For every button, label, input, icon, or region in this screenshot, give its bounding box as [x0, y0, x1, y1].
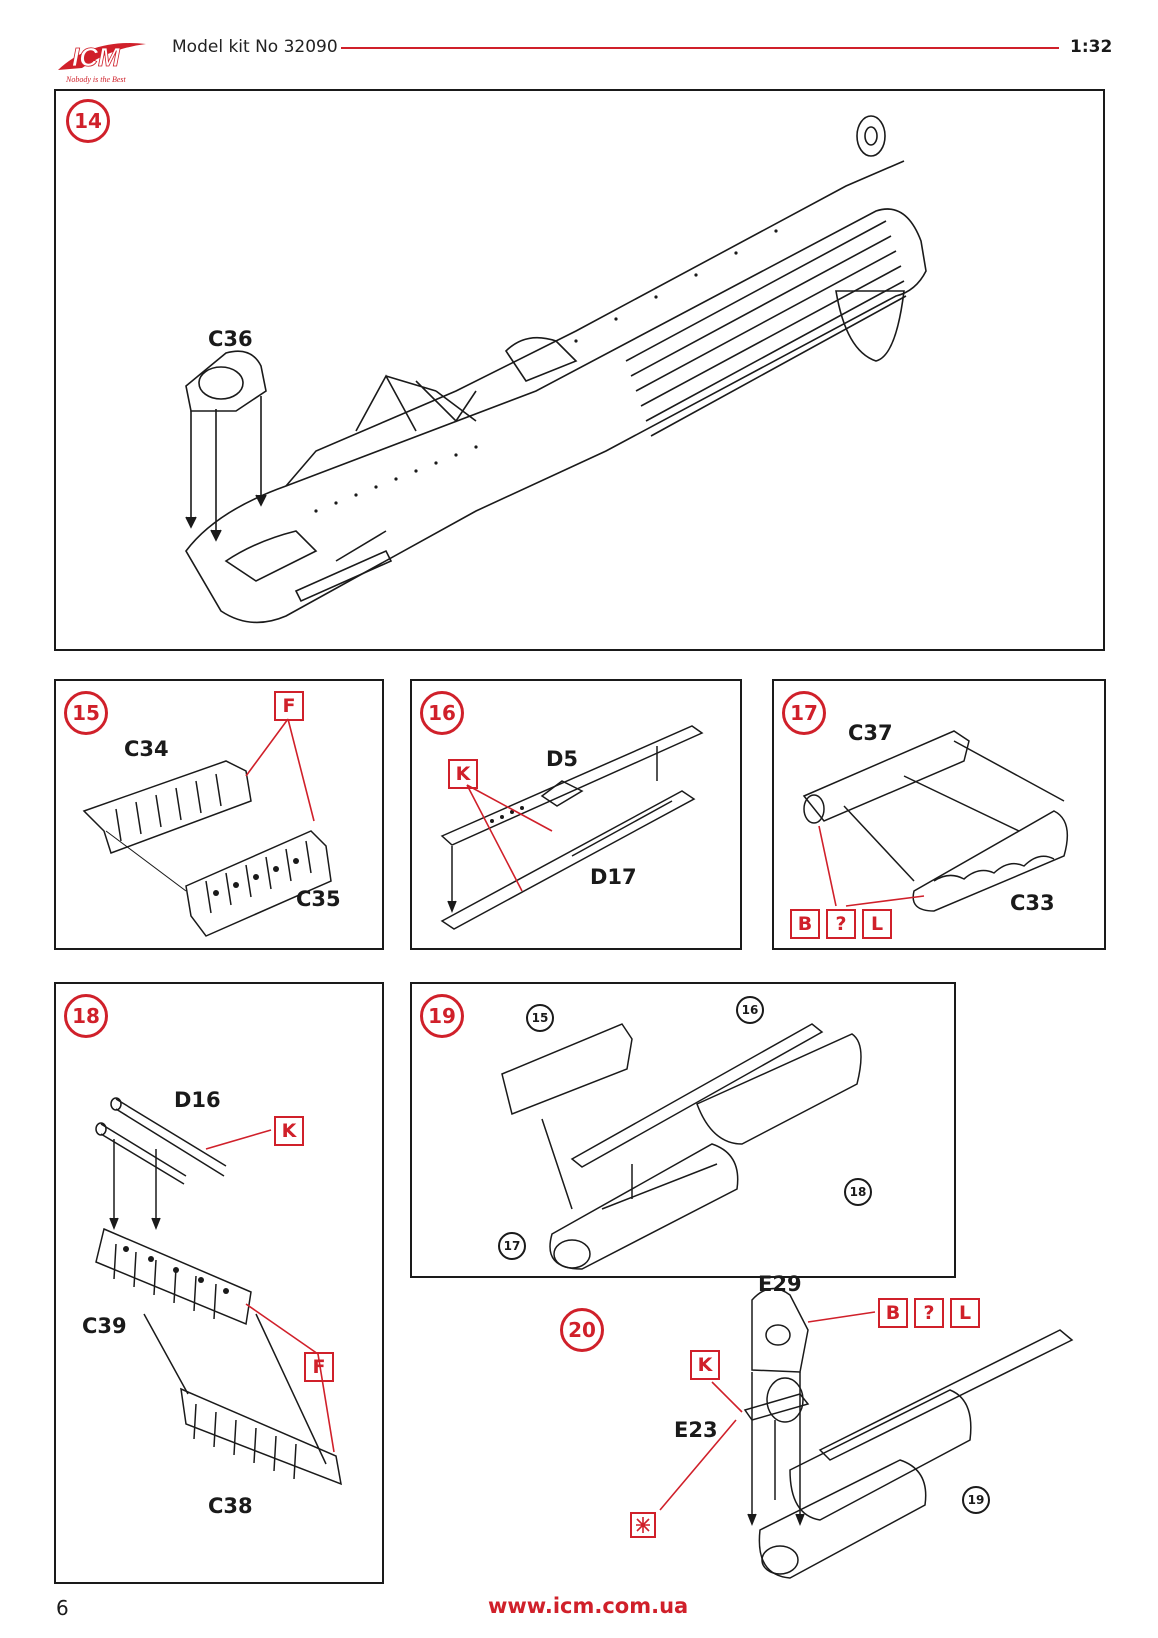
part-label-c37: C37	[848, 721, 893, 745]
step-19-drawing	[501, 1023, 862, 1270]
step-20-number: 20	[560, 1308, 604, 1352]
step-number: 17	[782, 691, 826, 735]
step-14-panel: 14 C36	[54, 89, 1105, 651]
part-label-d17: D17	[590, 865, 637, 889]
ref-step-19: 19	[962, 1486, 990, 1514]
header-rule	[341, 47, 1059, 49]
ref-step-16: 16	[736, 996, 764, 1024]
step-18-drawing	[95, 1097, 342, 1486]
paint-code-l: L	[862, 909, 892, 939]
step-number: 18	[64, 994, 108, 1038]
glue-icon	[630, 1512, 656, 1538]
step-18-panel: 18 D16 C39 C38 K F	[54, 982, 384, 1584]
part-label-e29: E29	[758, 1272, 802, 1296]
step-16-drawing	[440, 725, 704, 930]
part-label-c33: C33	[1010, 891, 1055, 915]
step-15-drawing	[82, 718, 332, 937]
glue-tube-icon	[636, 1517, 650, 1533]
step-16-panel: 16 D5 D17 K	[410, 679, 742, 950]
part-label-c35: C35	[296, 887, 341, 911]
paint-code-l: L	[950, 1298, 980, 1328]
paint-code-question: ?	[914, 1298, 944, 1328]
step-number: 16	[420, 691, 464, 735]
fuselage-drawing	[185, 115, 927, 624]
part-label-d5: D5	[546, 747, 579, 771]
logo-tagline: Nobody is the Best	[65, 75, 127, 84]
step-number: 19	[420, 994, 464, 1038]
step-17-panel: 17 C37 C33 B ? L	[772, 679, 1106, 950]
step-15-panel: 15 C34 C35 F	[54, 679, 384, 950]
part-label-c36: C36	[208, 327, 253, 351]
kit-title: Model kit No 32090	[172, 37, 338, 57]
part-label-e23: E23	[674, 1418, 718, 1442]
part-label-c34: C34	[124, 737, 169, 761]
step-17-drawing	[802, 730, 1069, 912]
paint-code-b: B	[878, 1298, 908, 1328]
paint-code-b: B	[790, 909, 820, 939]
logo-text: ICM	[72, 42, 121, 72]
page-number: 6	[56, 1596, 69, 1620]
footer-url[interactable]: www.icm.com.ua	[488, 1594, 689, 1618]
paint-code-question: ?	[826, 909, 856, 939]
step-number: 15	[64, 691, 108, 735]
step-number: 14	[66, 99, 110, 143]
logo-swoosh-icon: ICM Nobody is the Best	[58, 42, 146, 84]
paint-code-k: K	[690, 1350, 720, 1380]
icm-logo: ICM Nobody is the Best	[52, 36, 152, 88]
part-label-c39: C39	[82, 1314, 127, 1338]
paint-code-k: K	[448, 759, 478, 789]
ref-step-15: 15	[526, 1004, 554, 1032]
part-label-d16: D16	[174, 1088, 221, 1112]
step-19-panel: 19 15 16 17 18	[410, 982, 956, 1278]
ref-step-18: 18	[844, 1178, 872, 1206]
ref-step-17: 17	[498, 1232, 526, 1260]
part-label-c38: C38	[208, 1494, 253, 1518]
paint-code-k: K	[274, 1116, 304, 1146]
kit-scale: 1:32	[1070, 37, 1113, 57]
